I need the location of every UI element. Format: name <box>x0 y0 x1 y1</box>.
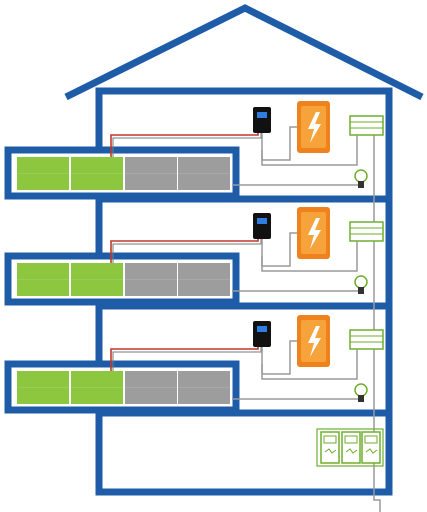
floor-3 <box>4 315 384 414</box>
battery-lightning-icon <box>297 207 330 259</box>
meter-arrow <box>324 448 337 454</box>
house-cable <box>261 241 358 272</box>
house-cable <box>261 135 358 166</box>
battery-lightning-icon <box>297 315 330 367</box>
inverter-body <box>253 321 271 347</box>
meter-body <box>341 431 361 464</box>
battery-lightning-icon <box>297 101 330 153</box>
meter-1 <box>320 431 340 464</box>
meter-display <box>323 435 337 444</box>
solar-panel-body <box>178 263 230 296</box>
meter-display <box>364 435 378 444</box>
solar-panel-3 <box>125 157 177 190</box>
distribution-board-body <box>349 221 384 242</box>
solar-panel-4 <box>178 263 230 296</box>
plug-icon <box>354 383 368 402</box>
meter-display <box>344 435 358 444</box>
solar-panel-body <box>125 157 177 190</box>
solar-panel-body <box>17 157 69 190</box>
inverter-display <box>257 112 267 118</box>
meter-cabinet-icon <box>316 428 384 467</box>
solar-panel-body <box>178 371 230 404</box>
inverter-icon <box>253 321 271 347</box>
solar-panel-body <box>17 371 69 404</box>
plug-socket <box>354 169 368 183</box>
plug-head <box>358 287 364 294</box>
distribution-board-icon <box>349 115 384 136</box>
inverter-body <box>253 107 271 133</box>
solar-panel-1 <box>17 371 69 404</box>
meter-2 <box>341 431 361 464</box>
solar-panel-body <box>71 263 123 296</box>
house-cable <box>261 349 358 380</box>
distribution-board-icon <box>349 329 384 350</box>
inverter-display <box>257 218 267 224</box>
solar-panel-3 <box>125 371 177 404</box>
meter-body <box>361 431 381 464</box>
distribution-board-body <box>349 115 384 136</box>
plug-head <box>358 395 364 402</box>
floor-1 <box>4 101 384 200</box>
solar-panel-body <box>125 263 177 296</box>
solar-panel-body <box>125 371 177 404</box>
meter-body <box>320 431 340 464</box>
main-riser-cable <box>373 135 381 512</box>
solar-panel-1 <box>17 263 69 296</box>
inverter-body <box>253 213 271 239</box>
plug-head <box>358 181 364 188</box>
inverter-icon <box>253 107 271 133</box>
plug-socket <box>354 275 368 289</box>
lightning-icon <box>308 326 321 357</box>
meter-cabinet-frame <box>316 428 384 467</box>
plug-icon <box>354 275 368 294</box>
meter-3 <box>361 431 381 464</box>
plug-icon <box>354 169 368 188</box>
plug-socket <box>354 383 368 397</box>
solar-panel-1 <box>17 157 69 190</box>
meter-arrow <box>365 448 378 454</box>
roof <box>64 4 424 101</box>
solar-panel-2 <box>71 371 123 404</box>
solar-panel-4 <box>178 157 230 190</box>
solar-panel-3 <box>125 263 177 296</box>
solar-panel-body <box>17 263 69 296</box>
solar-panel-2 <box>71 263 123 296</box>
solar-panel-4 <box>178 371 230 404</box>
meter-arrow <box>345 448 358 454</box>
distribution-board-body <box>349 329 384 350</box>
solar-panel-2 <box>71 157 123 190</box>
lightning-icon <box>308 112 321 143</box>
inverter-icon <box>253 213 271 239</box>
distribution-board-icon <box>349 221 384 242</box>
solar-panel-body <box>71 157 123 190</box>
inverter-display <box>257 326 267 332</box>
solar-panel-body <box>178 157 230 190</box>
floor-2 <box>4 207 384 306</box>
lightning-icon <box>308 218 321 249</box>
solar-panel-body <box>71 371 123 404</box>
